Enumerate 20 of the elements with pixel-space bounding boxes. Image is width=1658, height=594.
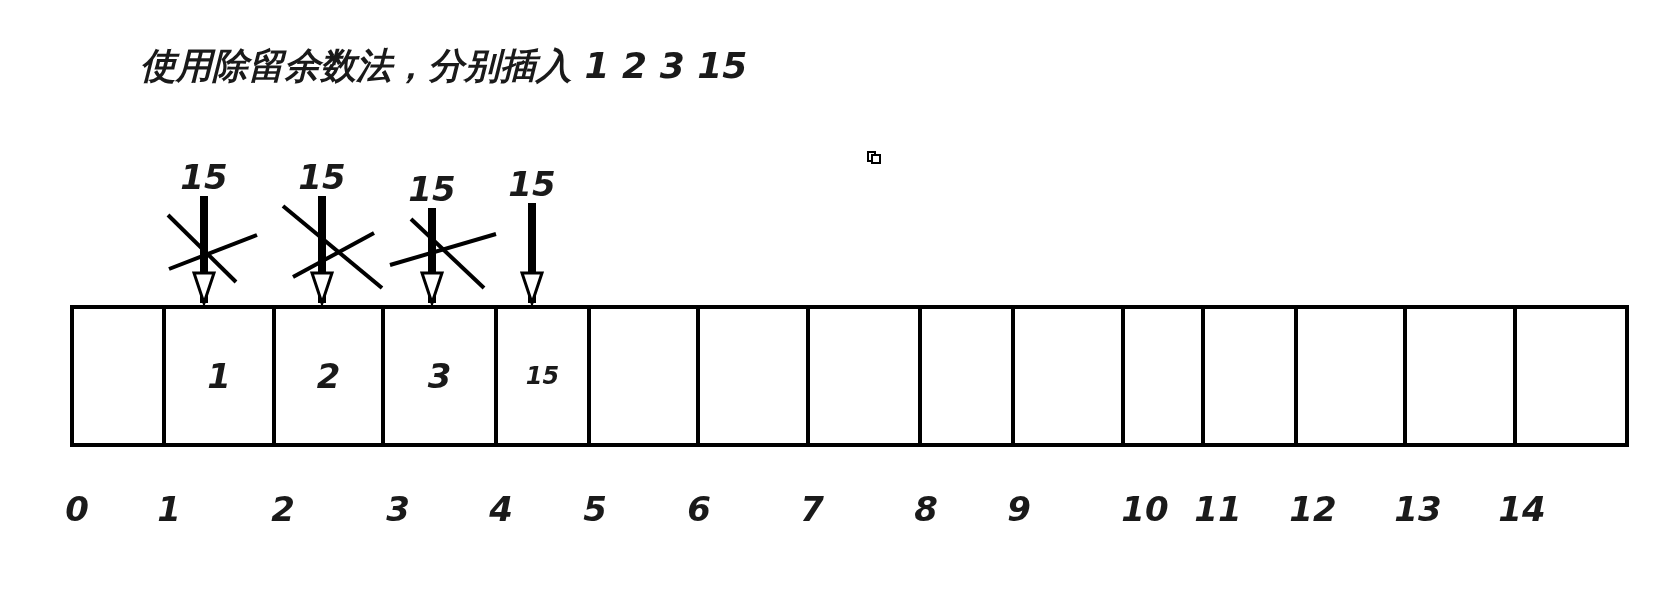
index-number: 12 — [1289, 492, 1337, 526]
index-number: 4 — [489, 492, 513, 526]
index-number: 10 — [1121, 492, 1169, 526]
title: 使用除留余数法，分别插入 1 2 3 15 — [140, 44, 748, 88]
inserted-value: 15 — [180, 160, 228, 194]
index-number: 3 — [386, 492, 410, 526]
index-number: 1 — [157, 492, 181, 526]
index-number: 8 — [914, 492, 938, 526]
inserted-value: 15 — [508, 167, 556, 201]
inserted-value: 15 — [408, 172, 456, 206]
index-number: 7 — [800, 492, 824, 526]
index-number: 2 — [271, 492, 295, 526]
index-number: 14 — [1498, 492, 1546, 526]
index-number: 9 — [1007, 492, 1031, 526]
inserted-value: 15 — [298, 160, 346, 194]
index-number: 0 — [65, 492, 89, 526]
index-number: 13 — [1394, 492, 1442, 526]
index-number: 6 — [687, 492, 711, 526]
index-number: 5 — [583, 492, 607, 526]
index-number: 11 — [1194, 492, 1242, 526]
